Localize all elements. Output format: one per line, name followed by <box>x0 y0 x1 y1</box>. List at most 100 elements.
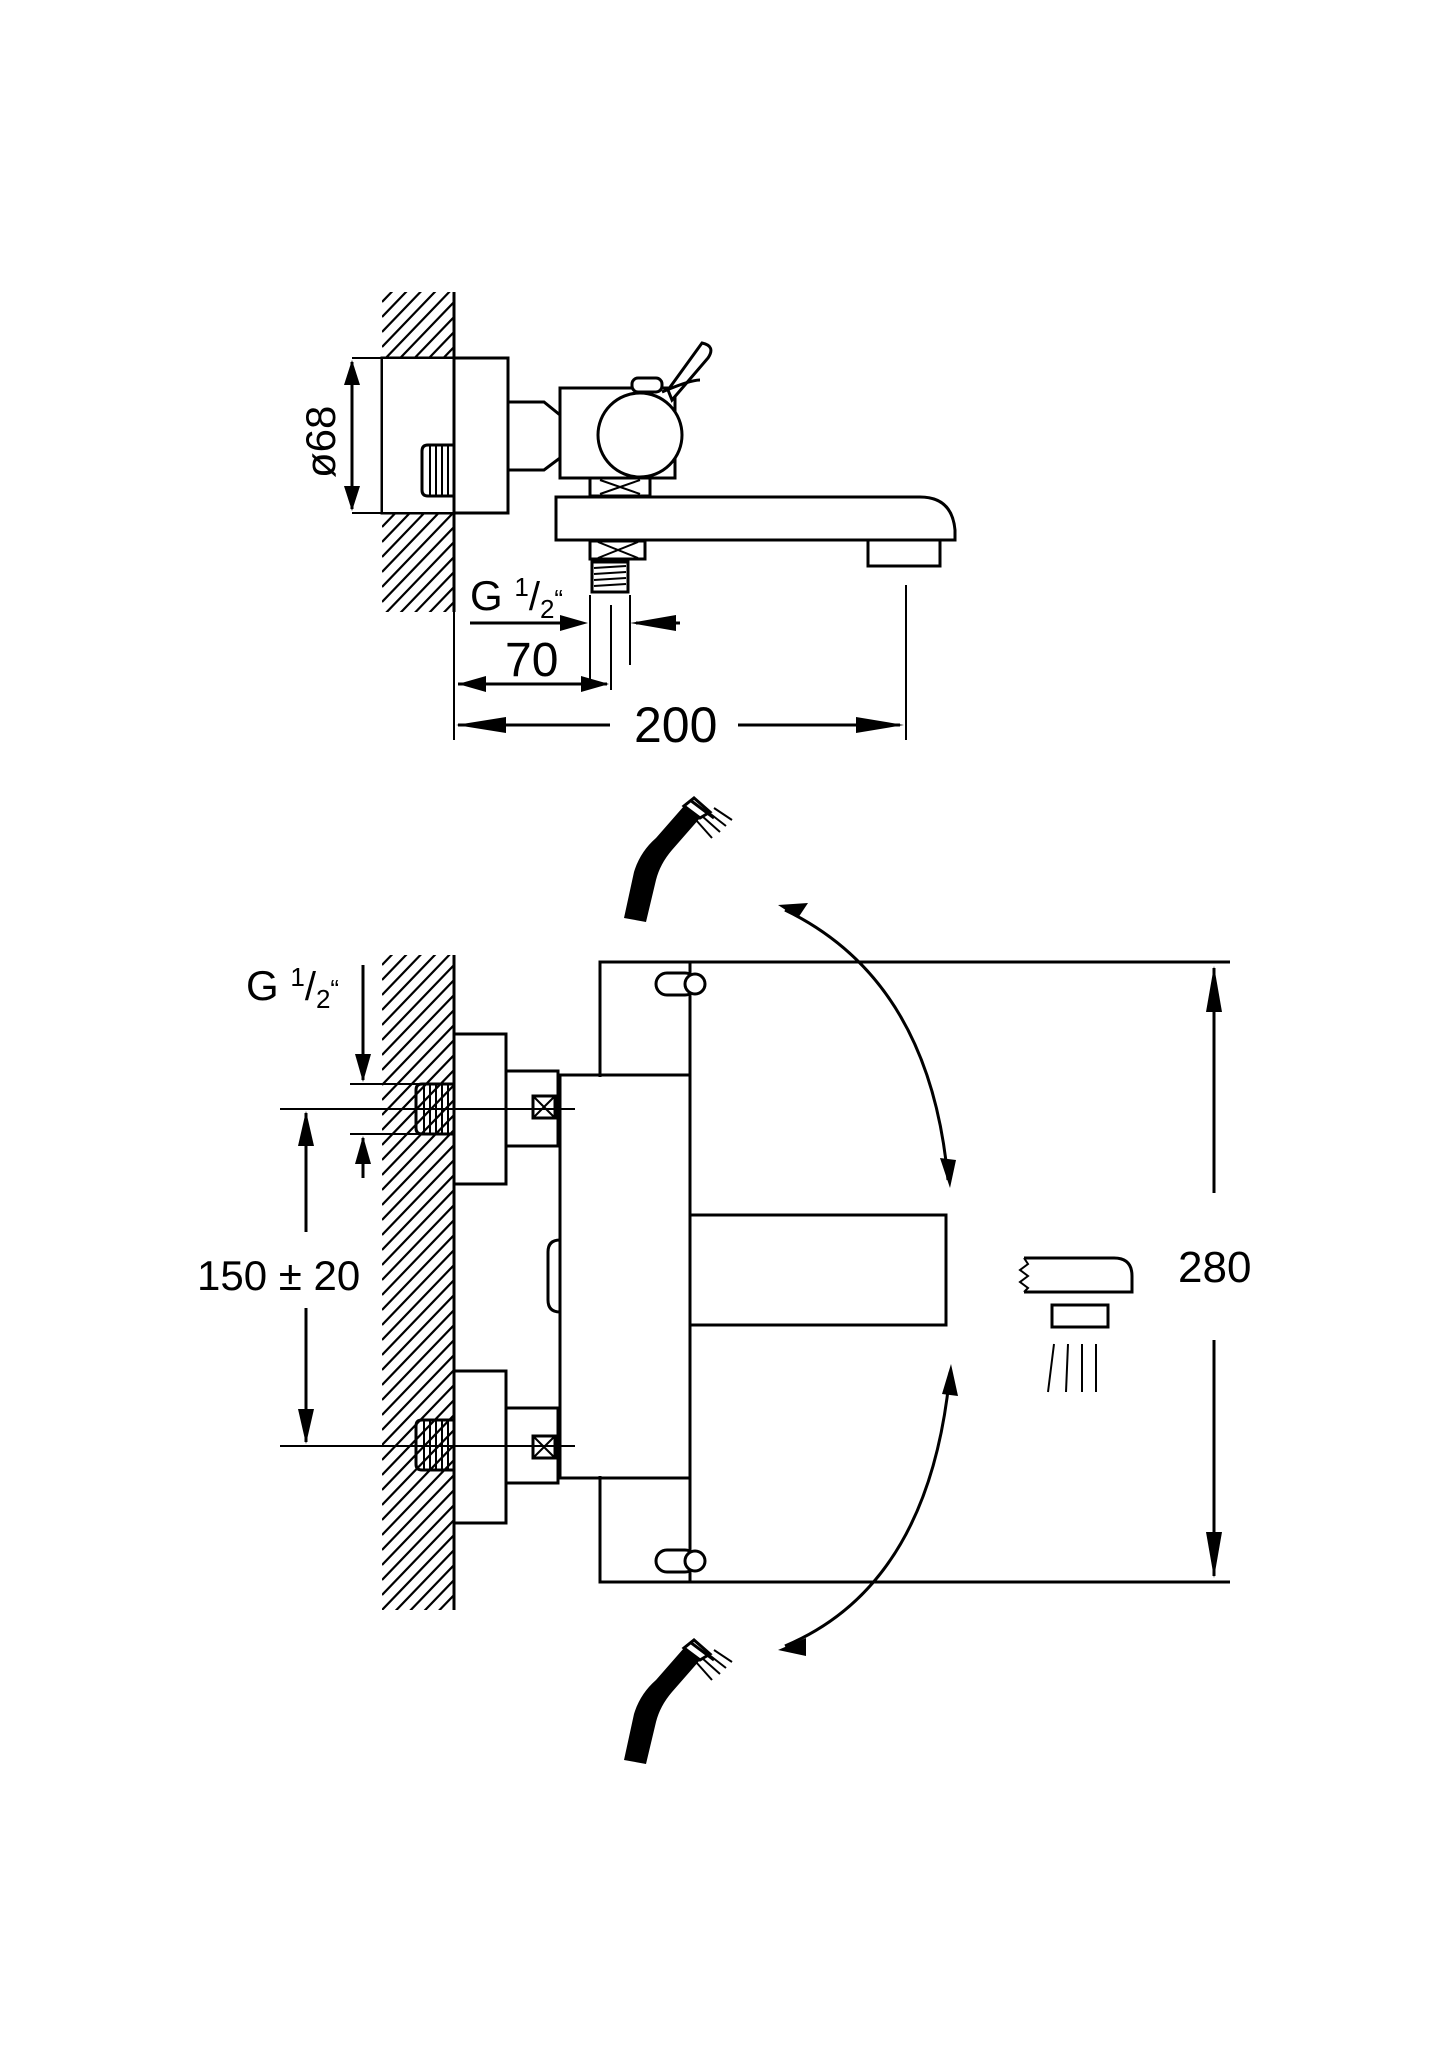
wall-hatch-line <box>382 647 454 722</box>
wall-hatch-line <box>382 292 422 333</box>
height-label: 280 <box>1178 1243 1251 1292</box>
wall-hatch-line <box>382 1414 454 1491</box>
wall-hatch-line <box>382 1234 454 1311</box>
wall-hatch-line <box>382 955 394 966</box>
lever-handle <box>666 341 713 403</box>
diameter-label: ø68 <box>297 406 344 478</box>
center-distance-dimension <box>280 1108 575 1447</box>
wall-hatch-line <box>382 979 454 1056</box>
wall-hatch-line <box>382 1399 454 1476</box>
knob-cap <box>630 376 664 394</box>
hose-outlet-thread <box>590 560 630 594</box>
wall-hatch-line <box>382 632 454 707</box>
wall-hatch-line <box>382 1204 454 1281</box>
dimension-200 <box>453 585 907 740</box>
wall-hatch-line <box>382 1534 454 1610</box>
thread-dimension-front <box>350 965 440 1178</box>
height-dimension <box>1206 966 1222 1578</box>
wall-hatch-line <box>382 1324 454 1401</box>
wall-hatch-line <box>382 1174 454 1251</box>
dimension-70 <box>458 605 612 692</box>
wall-hatch-line <box>382 1354 454 1431</box>
wall-hatch-line <box>382 1129 454 1206</box>
wall-hatch-line <box>382 1279 454 1356</box>
wall-hatch-line <box>382 955 451 1026</box>
hand-shower-icon-bottom <box>624 1638 733 1764</box>
wall-hatch-line <box>382 1084 454 1161</box>
wall-hatch-line <box>382 955 422 996</box>
wall-hatch-line <box>382 1114 454 1191</box>
wall-hatch-line <box>382 292 437 348</box>
wall-hatch-line <box>382 1024 454 1101</box>
wall-hatch-line <box>382 292 394 303</box>
side-view: ø68 G 1/2“ 70 200 <box>297 212 957 753</box>
wall-hatch-line <box>382 875 454 950</box>
wall-hatch-line <box>382 1189 454 1266</box>
spout-outlet <box>866 538 942 568</box>
wall-hatch-line <box>442 601 454 612</box>
wall-hatch-line <box>382 1640 454 1715</box>
wall-hatch-line <box>438 1594 454 1610</box>
wall-hatch-line <box>382 994 454 1071</box>
wall-hatch-line <box>382 1474 454 1551</box>
wall-section-bottom <box>382 875 456 1760</box>
wall-hatch-line <box>382 1309 454 1386</box>
wall-hatch-line <box>382 1444 454 1521</box>
wall-hatch-line <box>382 292 408 318</box>
wall-hatch-line <box>382 955 437 1011</box>
center-distance-label: 150 ± 20 <box>197 1252 360 1299</box>
wall-hatch-line <box>382 662 454 737</box>
rotation-arrow-icon <box>778 903 958 1656</box>
bath-spout-side <box>554 495 957 542</box>
bath-spout-front <box>688 1213 948 1327</box>
wall-hatch-line <box>382 1099 454 1176</box>
wall-hatch-line <box>382 292 451 363</box>
temperature-knob <box>596 391 684 479</box>
wall-hatch-line <box>382 1685 454 1760</box>
wall-hatch-line <box>382 1655 454 1730</box>
wall-hatch-line <box>428 586 454 612</box>
wall-hatch-line <box>414 571 454 612</box>
wall-hatch-line <box>382 964 454 1041</box>
dimension-70-label: 70 <box>505 634 558 687</box>
eccentric-connector <box>508 400 562 472</box>
wall-hatch-line <box>382 1144 454 1221</box>
wall-hatch-line <box>394 1549 454 1610</box>
wall-hatch-line <box>382 1459 454 1536</box>
wall-hatch-line <box>409 1564 454 1610</box>
wall-hatch-line <box>382 526 454 603</box>
handle-pin-bottom <box>654 1548 707 1574</box>
wall-hatch-line <box>423 1579 454 1610</box>
wall-hatch-line <box>385 541 454 612</box>
wall-hatch-line <box>382 1489 454 1566</box>
wall-hatch-line <box>382 955 408 981</box>
wall-hatch-line <box>382 1159 454 1236</box>
wall-hatch-line <box>382 511 454 588</box>
thread-label-side: G 1/2“ <box>470 572 563 624</box>
wall-hatch-line <box>382 1054 454 1131</box>
wall-hatch-line <box>382 1264 454 1341</box>
front-view: G 1/2“ 150 ± 20 280 <box>197 796 1251 1764</box>
bath-spout-icon <box>1018 1256 1134 1393</box>
wall-hatch-line <box>382 1039 454 1116</box>
wall-hatch-line <box>382 1625 454 1700</box>
wall-hatch-line <box>382 1670 454 1745</box>
wall-hatch-line <box>382 617 454 692</box>
dimension-200-label: 200 <box>634 697 717 753</box>
wall-hatch-line <box>382 212 454 287</box>
threaded-inlet-side <box>420 443 454 498</box>
wall-hatch-line <box>382 1009 454 1086</box>
wall-hatch-line <box>452 1609 454 1610</box>
wall-hatch-line <box>382 1519 454 1596</box>
handle-pin-top <box>654 971 707 997</box>
wall-hatch-line <box>382 677 454 752</box>
diameter-dimension <box>344 357 500 514</box>
wall-hatch-line <box>382 1339 454 1416</box>
wall-hatch-line <box>399 556 454 612</box>
thread-label-front: G 1/2“ <box>246 962 339 1014</box>
thread-dimension-side <box>470 595 680 688</box>
wall-hatch-line <box>382 1249 454 1326</box>
wall-hatch-line <box>382 1219 454 1296</box>
hand-shower-icon <box>624 796 733 922</box>
